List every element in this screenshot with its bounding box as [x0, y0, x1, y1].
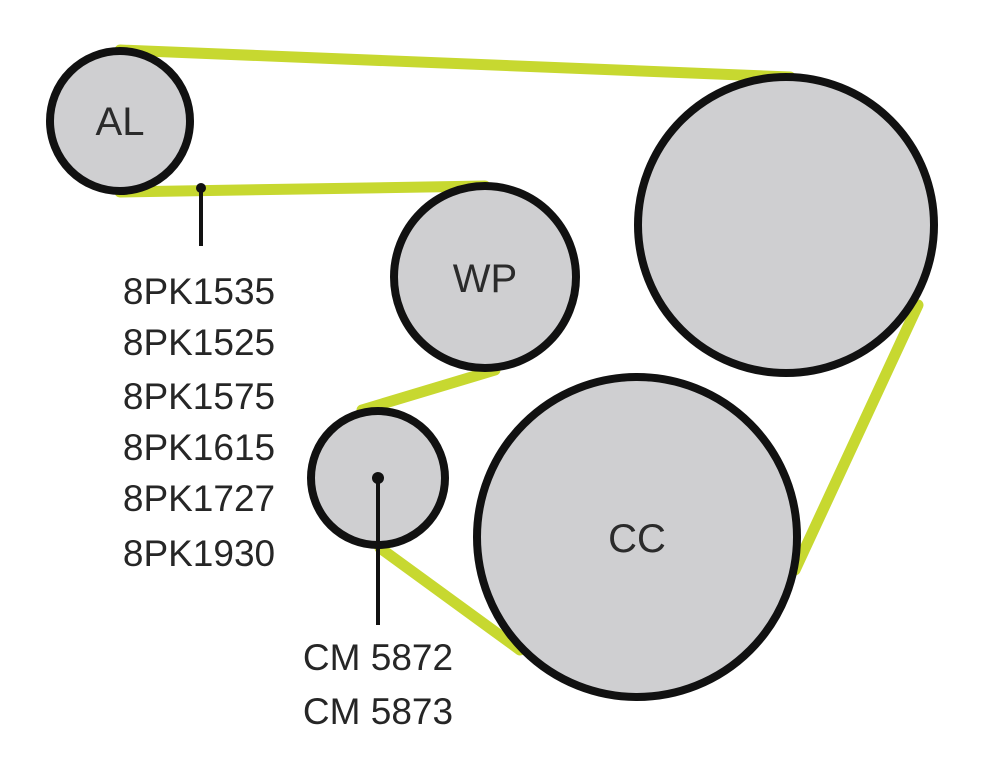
pulley-wp: WP: [390, 182, 580, 372]
belt-callout: [196, 183, 206, 246]
tensioner-part-number-list: CM 5872 CM 5873: [303, 637, 453, 732]
belt-part-number: 8PK1930: [123, 533, 275, 574]
belt-part-number: 8PK1575: [123, 376, 275, 417]
belt-part-number: 8PK1525: [123, 322, 275, 363]
tensioner-callout-dot: [372, 472, 384, 484]
pulley-cc-label: CC: [608, 517, 666, 561]
pulley-al-circle: [46, 47, 194, 195]
pulley-cc-circle: [473, 373, 801, 701]
pulley-cc: CC: [473, 373, 801, 701]
pulley-al-label: AL: [96, 100, 145, 144]
belt-part-number-list: 8PK1535 8PK1525 8PK1575 8PK1615 8PK1727 …: [123, 271, 275, 574]
pulley-wp-circle: [390, 182, 580, 372]
belt-part-number: 8PK1615: [123, 427, 275, 468]
tensioner-part-number: CM 5873: [303, 691, 453, 732]
belt-segment-al-to-wp: [114, 180, 491, 198]
belt-segment-cc-to-large: [789, 299, 924, 576]
belt-segment-tensioner-to-cc: [374, 542, 526, 656]
pulley-large-unlabeled: [634, 73, 938, 377]
tensioner-part-number: CM 5872: [303, 637, 453, 678]
serpentine-belt: [114, 44, 924, 656]
pulley-large-circle: [634, 73, 938, 377]
belt-segment-al-to-large: [114, 44, 796, 83]
belt-part-number: 8PK1535: [123, 271, 275, 312]
belt-segment-wp-to-tensioner: [356, 364, 501, 416]
pulley-wp-label: WP: [453, 257, 517, 301]
tensioner-callout: [372, 472, 384, 625]
belt-callout-dot: [196, 183, 206, 193]
pulley-al: AL: [46, 47, 194, 195]
belt-part-number: 8PK1727: [123, 478, 275, 519]
